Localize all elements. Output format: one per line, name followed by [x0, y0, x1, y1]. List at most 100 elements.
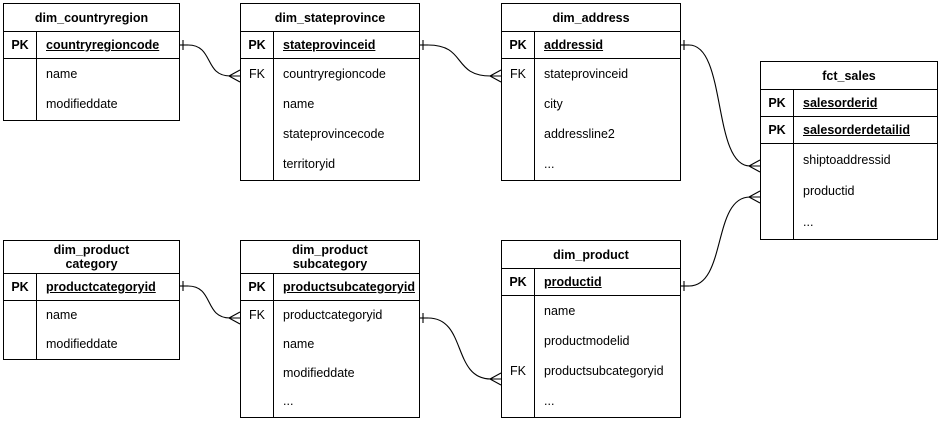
cardinality-many-crowfoot — [748, 159, 761, 173]
row-key-cell — [241, 89, 273, 119]
attribute-field[interactable]: name — [544, 303, 576, 318]
row-key-cell — [241, 149, 273, 179]
field-column: productsubcategoryid productcategoryid nam… — [274, 274, 419, 417]
field-column: addressid stateprovinceid city addressline2… — [535, 32, 680, 180]
cardinality-many-crowfoot — [228, 311, 241, 325]
attribute-field[interactable]: modifieddate — [283, 365, 355, 380]
row-key-cell: FK — [249, 308, 265, 323]
row-key-cell — [241, 330, 273, 359]
row-key-cell — [4, 301, 36, 329]
row-key-cell — [4, 59, 36, 89]
entity-title-line: category — [65, 257, 118, 271]
attribute-field[interactable]: productmodelid — [544, 333, 630, 348]
relationship-rel-productsubcategory-product[interactable] — [420, 313, 502, 386]
attribute-field[interactable]: ... — [283, 394, 294, 409]
attribute-field[interactable]: territoryid — [283, 156, 336, 171]
cardinality-many-crowfoot — [228, 69, 241, 83]
attribute-field[interactable]: stateprovincecode — [283, 126, 385, 141]
row-key-cell — [502, 149, 534, 179]
relationship-line — [427, 317, 492, 380]
attribute-field[interactable]: name — [46, 308, 78, 323]
primary-key-field[interactable]: countryregioncode — [37, 32, 179, 59]
row-key-cell — [4, 89, 36, 119]
row-key-cell: PK — [4, 32, 36, 59]
attribute-field[interactable]: ... — [803, 215, 814, 230]
attribute-field[interactable]: name — [283, 96, 315, 111]
attribute-field[interactable]: modifieddate — [46, 336, 118, 351]
field-column: productid name productmodelid productsubcat… — [535, 269, 680, 417]
row-key-cell — [502, 326, 534, 356]
attribute-field[interactable]: shiptoaddressid — [803, 152, 891, 167]
foreign-key-field[interactable]: productsubcategoryid — [544, 363, 664, 378]
attribute-field[interactable]: addressline2 — [544, 126, 615, 141]
row-key-cell: FK — [510, 363, 526, 378]
primary-key-field[interactable]: productcategoryid — [37, 274, 179, 301]
field-column: stateprovinceid countryregioncode name stat… — [274, 32, 419, 180]
relationship-line — [427, 44, 492, 77]
entity-body-dim_productsubcategory: PK FK productsubcategoryid productcategoryi… — [241, 274, 419, 417]
entity-title-line: dim_address — [552, 10, 630, 25]
row-key-cell — [241, 358, 273, 387]
primary-key-field[interactable]: productid — [535, 269, 680, 296]
primary-key-field[interactable]: productsubcategoryid — [274, 274, 419, 301]
row-key-cell: PK — [761, 117, 793, 144]
attribute-field[interactable]: modifieddate — [46, 96, 118, 111]
row-key-cell: PK — [502, 32, 534, 59]
row-key-cell: PK — [241, 32, 273, 59]
attribute-field[interactable]: productid — [803, 183, 855, 198]
entity-title-dim_countryregion: dim_countryregion — [4, 4, 179, 32]
relationship-line — [187, 44, 231, 77]
entity-title-line: dim_countryregion — [34, 10, 149, 25]
row-key-cell — [241, 387, 273, 416]
primary-key-field[interactable]: salesorderdetailid — [794, 117, 937, 144]
relationship-rel-stateprovince-address[interactable] — [420, 40, 502, 83]
row-key-cell — [4, 329, 36, 357]
relationship-rel-product-fctsales[interactable] — [681, 190, 761, 291]
key-column: PK FK — [241, 274, 274, 417]
row-key-cell: PK — [4, 274, 36, 301]
attribute-field[interactable]: ... — [544, 156, 555, 171]
field-column: productcategoryid name modifieddate — [37, 274, 179, 359]
key-column: PK — [4, 32, 37, 120]
row-key-cell — [241, 119, 273, 149]
attribute-field[interactable]: city — [544, 96, 563, 111]
cardinality-many-crowfoot — [489, 69, 502, 83]
field-column: countryregioncode name modifieddate — [37, 32, 179, 120]
entity-title-dim_product: dim_product — [502, 241, 680, 269]
relationship-rel-address-fctsales[interactable] — [681, 40, 761, 173]
entity-title-fct_sales: fct_sales — [761, 62, 937, 90]
primary-key-field[interactable]: salesorderid — [794, 90, 937, 117]
relationship-rel-countryregion-stateprovince[interactable] — [180, 40, 241, 83]
foreign-key-field[interactable]: stateprovinceid — [544, 66, 629, 81]
entity-title-dim_stateprovince: dim_stateprovince — [241, 4, 419, 32]
attribute-field[interactable]: ... — [544, 393, 555, 408]
attribute-field[interactable]: name — [46, 66, 78, 81]
relationship-line — [688, 44, 751, 167]
primary-key-field[interactable]: addressid — [535, 32, 680, 59]
cardinality-many-crowfoot — [748, 190, 761, 204]
row-key-cell — [761, 175, 793, 206]
entity-title-line: fct_sales — [822, 68, 876, 83]
foreign-key-field[interactable]: countryregioncode — [283, 66, 386, 81]
row-key-cell: PK — [241, 274, 273, 301]
primary-key-field[interactable]: stateprovinceid — [274, 32, 419, 59]
attribute-field[interactable]: name — [283, 337, 315, 352]
foreign-key-field[interactable]: productcategoryid — [283, 308, 383, 323]
row-key-cell — [761, 144, 793, 175]
relationship-rel-productcategory-productsubcategory[interactable] — [180, 281, 241, 325]
